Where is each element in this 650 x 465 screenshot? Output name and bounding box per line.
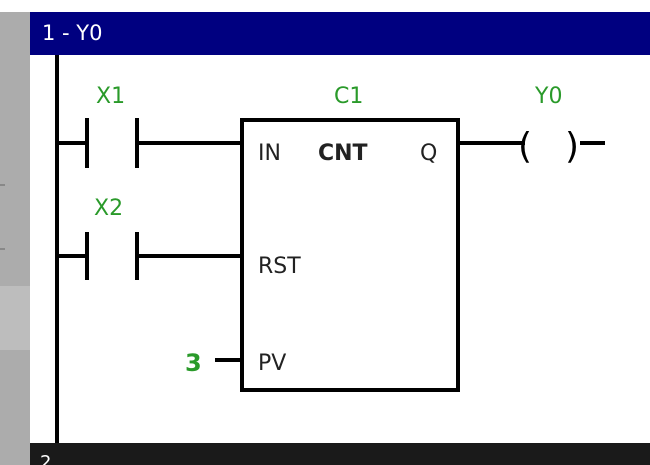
left-gutter	[0, 12, 30, 465]
rung-title: 1 - Y0	[42, 21, 103, 45]
pin-rst: RST	[258, 254, 301, 279]
pin-q: Q	[420, 141, 437, 166]
contact-x1-label: X1	[96, 84, 125, 109]
next-rung-title-bar[interactable]: 2	[30, 443, 650, 465]
coil-label: Y0	[534, 84, 562, 109]
gutter-tick	[0, 248, 5, 250]
coil-close-paren: )	[565, 126, 579, 167]
gutter-tick	[0, 184, 5, 186]
pin-pv: PV	[258, 351, 286, 376]
block-label: C1	[334, 84, 363, 109]
contact-x1[interactable]	[57, 118, 242, 168]
pin-in: IN	[258, 141, 281, 166]
contact-x2-label: X2	[94, 196, 123, 221]
gutter-highlight	[0, 286, 30, 350]
coil-open-paren: (	[518, 126, 532, 167]
contact-x2[interactable]	[57, 232, 242, 280]
block-type: CNT	[318, 141, 368, 166]
counter-block[interactable]	[240, 118, 460, 392]
next-rung-title: 2	[40, 452, 52, 465]
coil-y0[interactable]: ( )	[518, 126, 579, 167]
rung-title-bar[interactable]: 1 - Y0	[30, 12, 650, 55]
pv-value[interactable]: 3	[185, 349, 202, 377]
